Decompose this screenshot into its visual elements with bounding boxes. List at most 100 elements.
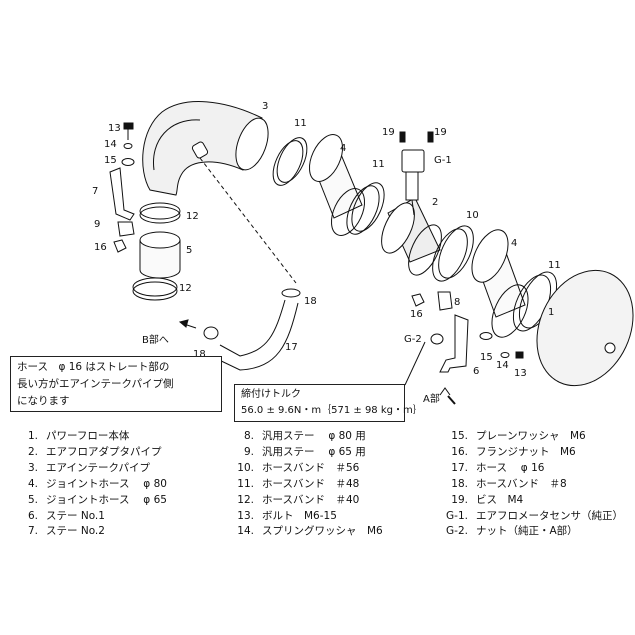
air-flow-adapter-pipe xyxy=(381,197,442,276)
part-row: 19. ビス M4 xyxy=(428,493,623,509)
part-row: 10.ホースバンド ＃56 xyxy=(218,461,383,477)
hose-note-line-2: 長い方がエアインテークパイプ側 xyxy=(17,378,174,390)
screw-m4 xyxy=(399,131,434,143)
plain-washer-b xyxy=(479,332,493,340)
joint-hose-80-a xyxy=(308,134,366,236)
callout-14-a: 14 xyxy=(104,139,117,150)
bolt-m6-15-b xyxy=(515,351,524,359)
part-row: 15. プレーンワッシャ M6 xyxy=(428,429,623,445)
part-number: 2. xyxy=(27,445,38,458)
callout-15-a: 15 xyxy=(104,155,117,166)
part-number: 12. xyxy=(237,493,254,506)
part-number: 6. xyxy=(27,509,38,522)
hose-band-48-b xyxy=(346,182,385,235)
b-part-label: B部へ xyxy=(142,333,169,346)
part-name: プレーンワッシャ M6 xyxy=(476,430,586,442)
part-name: エアフロアダプタパイプ xyxy=(46,445,162,458)
joint-hose-80-b xyxy=(471,229,529,338)
callout-3: 3 xyxy=(262,101,268,112)
exploded-view-diagram: 3 11 4 11 19 19 G-1 2 10 4 11 13 14 15 7… xyxy=(92,101,634,405)
callout-14-b: 14 xyxy=(496,360,509,371)
part-number: 14. xyxy=(237,525,254,538)
a-part-label: A部 xyxy=(423,392,440,405)
part-row: 12.ホースバンド ＃40 xyxy=(218,493,383,509)
part-row: 17. ホース φ 16 xyxy=(428,461,623,477)
bolt-m6-15-a xyxy=(123,122,134,140)
part-row: G-1. エアフロメータセンサ（純正） xyxy=(428,509,623,525)
callout-6: 6 xyxy=(473,366,479,377)
joint-hose-65 xyxy=(139,231,181,279)
hose-band-8-a xyxy=(281,288,301,298)
part-row: G-2.ナット（純正・A部） xyxy=(428,524,623,540)
callout-4-b: 4 xyxy=(511,238,517,249)
callout-9: 9 xyxy=(94,219,100,230)
callout-12-a: 12 xyxy=(186,211,199,222)
hose-note-box: ホース φ 16 はストレート部の 長い方がエアインテークパイプ側 になります xyxy=(10,356,222,412)
part-name: ビス M4 xyxy=(476,493,524,506)
part-name: フランジナット M6 xyxy=(476,445,576,458)
part-number: 17. xyxy=(451,461,468,474)
callout-16-b: 16 xyxy=(410,309,423,320)
torque-note-title: 締付けトルク xyxy=(241,389,301,400)
part-number: 3. xyxy=(27,461,38,474)
flange-nut-a xyxy=(113,239,127,253)
part-name: ステー No.2 xyxy=(46,525,105,538)
part-name: ホース φ 16 xyxy=(476,461,545,474)
part-name: ジョイントホース φ 65 xyxy=(46,493,167,506)
part-number: 4. xyxy=(27,477,38,490)
hose-note-line-1: ホース φ 16 はストレート部の xyxy=(17,361,170,373)
part-row: 2. エアフロアダプタパイプ xyxy=(16,445,167,461)
parts-list-col-2: 8.汎用ステー φ 80 用 9.汎用ステー φ 65 用 10.ホースバンド … xyxy=(218,429,383,540)
general-stay-65 xyxy=(117,221,135,237)
hose-band-40-b xyxy=(132,277,178,301)
callout-17: 17 xyxy=(285,342,298,353)
part-number: 11. xyxy=(237,477,254,490)
stay-no1 xyxy=(439,314,469,373)
nut-g2 xyxy=(430,333,444,345)
part-number: 9. xyxy=(243,445,254,458)
hose-16 xyxy=(214,299,299,371)
part-number: G-1. xyxy=(446,509,468,522)
part-name: ステー No.1 xyxy=(46,509,105,522)
part-name: ジョイントホース φ 80 xyxy=(46,477,167,490)
callout-4-a: 4 xyxy=(340,143,346,154)
hose-band-48-a xyxy=(272,137,308,186)
part-row: 8.汎用ステー φ 80 用 xyxy=(218,429,383,445)
b-part-arrow xyxy=(178,319,197,329)
callout-g2: G-2 xyxy=(404,334,422,345)
pipe-nipple xyxy=(191,141,209,159)
torque-note-box: 締付けトルク 56.0 ± 9.6N・m｛571 ± 98 kg・m｝ xyxy=(234,384,423,422)
parts-list-col-1: 1.パワーフロー本体 2.エアフロアダプタパイプ 3.エアインテークパイプ 4.… xyxy=(16,429,167,540)
part-number: 15. xyxy=(451,430,468,442)
hose-note-line-3: になります xyxy=(17,395,70,407)
callout-19-a: 19 xyxy=(382,127,395,138)
air-flow-meter-sensor xyxy=(401,149,425,216)
part-number: 1. xyxy=(27,430,38,442)
callout-g1: G-1 xyxy=(434,155,452,166)
callout-16-a: 16 xyxy=(94,242,107,253)
hose-band-40-a xyxy=(139,202,181,224)
part-number: 19. xyxy=(451,493,468,506)
a-part-marker xyxy=(439,387,456,405)
general-stay-80 xyxy=(437,291,453,311)
callout-5: 5 xyxy=(186,245,192,256)
part-number: 8. xyxy=(243,430,254,442)
spring-washer-a xyxy=(123,143,133,149)
part-number: 13. xyxy=(237,509,254,522)
callout-13-b: 13 xyxy=(514,368,527,379)
part-number: 18. xyxy=(451,477,468,490)
part-name: エアインテークパイプ xyxy=(46,461,150,474)
callout-7: 7 xyxy=(92,186,98,197)
part-row: 7. ステー No.2 xyxy=(16,524,167,540)
callout-18-b: 18 xyxy=(193,349,206,360)
power-flow-body xyxy=(536,269,634,387)
part-number: 7. xyxy=(27,525,38,538)
hose-band-8-b xyxy=(203,326,219,340)
part-number: 5. xyxy=(27,493,38,506)
parts-list-col-3: 15.プレーンワッシャ M6 16.フランジナット M6 17.ホース φ 16… xyxy=(428,429,623,540)
part-name: エアフロメータセンサ（純正） xyxy=(476,509,623,522)
callout-18-a: 18 xyxy=(304,296,317,307)
callout-13-a: 13 xyxy=(108,123,121,134)
callout-15-b: 15 xyxy=(480,352,493,363)
part-name: ボルト M6-15 xyxy=(262,509,337,522)
